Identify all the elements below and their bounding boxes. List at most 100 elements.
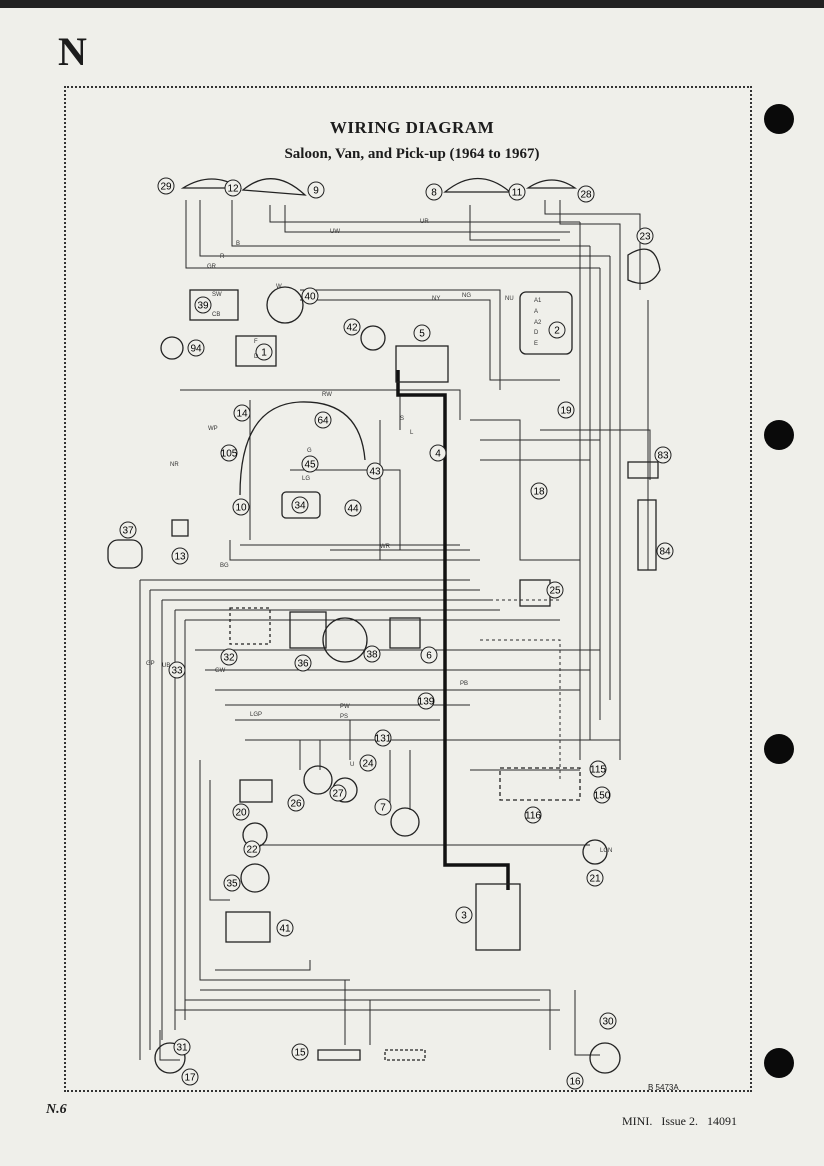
component-number: 22 bbox=[246, 845, 258, 856]
badge-circle bbox=[417, 692, 435, 710]
component-badge: 14 bbox=[233, 404, 251, 422]
wire-code: GR bbox=[207, 264, 217, 270]
badge-circle bbox=[301, 455, 319, 473]
badge-circle bbox=[593, 786, 611, 804]
component-number: 39 bbox=[197, 301, 209, 312]
component-badge: 44 bbox=[344, 499, 362, 517]
component-number: 6 bbox=[426, 651, 432, 662]
section-letter: N bbox=[58, 29, 87, 74]
wire bbox=[574, 990, 600, 1056]
binder-hole-icon bbox=[764, 734, 794, 764]
component-badge: 3 bbox=[455, 906, 473, 924]
badge-circle bbox=[425, 183, 443, 201]
badge-circle bbox=[343, 318, 361, 336]
badge-circle bbox=[566, 1072, 584, 1090]
component-badge: 21 bbox=[586, 869, 604, 887]
control-box-icon bbox=[519, 291, 573, 355]
component-number: 25 bbox=[549, 586, 561, 597]
component-badge: 22 bbox=[243, 840, 261, 858]
stop-switch-icon bbox=[239, 779, 273, 803]
badge-circle bbox=[548, 321, 566, 339]
badge-circle bbox=[232, 803, 250, 821]
wire-code: BG bbox=[220, 563, 229, 569]
component-badge: 34 bbox=[291, 496, 309, 514]
footer-code: 14091 bbox=[707, 1114, 737, 1128]
badge-circle bbox=[314, 411, 332, 429]
terminal-label: S bbox=[400, 416, 404, 422]
component-number: 33 bbox=[171, 666, 183, 677]
badge-circle bbox=[276, 919, 294, 937]
component-badge: 35 bbox=[223, 874, 241, 892]
component-badge: 131 bbox=[374, 729, 392, 747]
component-number: 4 bbox=[435, 449, 441, 460]
component-badge: 11 bbox=[508, 183, 526, 201]
component-number: 43 bbox=[369, 467, 381, 478]
component-number: 12 bbox=[227, 184, 239, 195]
wire bbox=[300, 289, 501, 390]
number-plate-lamp-icon bbox=[384, 1049, 426, 1061]
binder-hole-icon bbox=[764, 104, 794, 134]
component-badge: 115 bbox=[589, 760, 607, 778]
component-number: 139 bbox=[418, 697, 435, 708]
component-badge: 139 bbox=[417, 692, 435, 710]
terminal-label: E bbox=[534, 341, 538, 347]
component-badge: 25 bbox=[546, 581, 564, 599]
component-number: 40 bbox=[304, 292, 316, 303]
wire-code: WR bbox=[380, 544, 391, 550]
badge-circle bbox=[187, 339, 205, 357]
badge-circle bbox=[530, 482, 548, 500]
component-number: 105 bbox=[221, 449, 238, 460]
component-number: 26 bbox=[290, 799, 302, 810]
binder-hole-icon bbox=[764, 420, 794, 450]
ignition-switch-icon bbox=[322, 617, 368, 663]
wire bbox=[469, 205, 560, 241]
badge-circle bbox=[656, 542, 674, 560]
relay-icon bbox=[519, 579, 551, 607]
component-number: 8 bbox=[431, 188, 437, 199]
badge-circle bbox=[294, 654, 312, 672]
wire-code: LG bbox=[302, 476, 310, 482]
footer-model: MINI. bbox=[622, 1114, 653, 1128]
component-number: 64 bbox=[317, 416, 329, 427]
badge-circle bbox=[374, 798, 392, 816]
component-badge: 33 bbox=[168, 661, 186, 679]
component-badge: 36 bbox=[294, 654, 312, 672]
fuse-block-icon bbox=[389, 617, 421, 649]
wire-code: R bbox=[220, 254, 225, 260]
component-number: 21 bbox=[589, 874, 601, 885]
wire-code: W bbox=[276, 284, 282, 290]
badge-circle bbox=[287, 794, 305, 812]
badge-circle bbox=[455, 906, 473, 924]
component-badge: 18 bbox=[530, 482, 548, 500]
component-badge: 32 bbox=[220, 648, 238, 666]
component-number: 16 bbox=[569, 1077, 581, 1088]
component-number: 45 bbox=[304, 460, 316, 471]
badge-circle bbox=[557, 401, 575, 419]
instrument-panel-icon bbox=[239, 401, 366, 496]
terminal-label: A1 bbox=[534, 298, 542, 304]
component-badge: 84 bbox=[656, 542, 674, 560]
gauge-icon bbox=[303, 765, 333, 795]
door-switch-icon bbox=[171, 519, 189, 537]
component-badge: 38 bbox=[363, 645, 381, 663]
badge-circle bbox=[429, 444, 447, 462]
distributor-icon bbox=[266, 286, 304, 324]
component-number: 23 bbox=[639, 232, 651, 243]
wire bbox=[200, 989, 551, 1050]
wire bbox=[269, 205, 580, 223]
component-badge: 150 bbox=[593, 786, 611, 804]
badge-circle bbox=[589, 760, 607, 778]
wire bbox=[199, 760, 350, 981]
wire-code: PB bbox=[460, 681, 468, 687]
component-badge: 13 bbox=[171, 547, 189, 565]
panel-lamp-icon bbox=[160, 336, 184, 360]
wire-code: LGN bbox=[600, 848, 612, 854]
terminal-label: CB bbox=[212, 312, 220, 318]
wire bbox=[290, 469, 401, 550]
component-number: 32 bbox=[223, 653, 235, 664]
component-badge: 27 bbox=[329, 784, 347, 802]
component-badge: 39 bbox=[194, 296, 212, 314]
component-badge: 23 bbox=[636, 227, 654, 245]
badge-circle bbox=[636, 227, 654, 245]
component-number: 83 bbox=[657, 451, 669, 462]
